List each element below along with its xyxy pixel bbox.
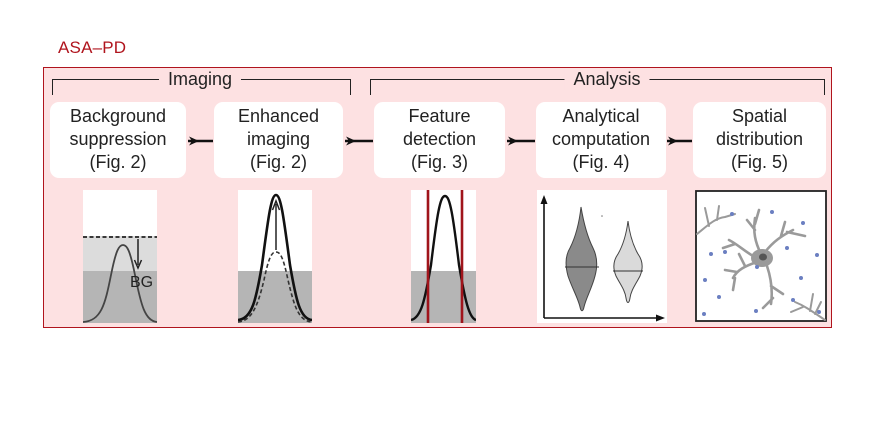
step-title: Background: [69, 106, 167, 126]
spot: [723, 250, 727, 254]
spatial-distribution-illustration: [695, 190, 827, 322]
step-title: Spatial: [731, 106, 788, 126]
arrow-down-icon: [133, 259, 143, 270]
step-title: suppression: [69, 129, 167, 149]
fluorescent-spots: [702, 210, 821, 316]
step-analytical-computation: Analytical computation (Fig. 4): [536, 102, 666, 178]
enhanced-peak: [238, 193, 312, 322]
step-spatial-distribution: Spatial distribution (Fig. 5): [693, 102, 826, 178]
background-region: [238, 271, 312, 323]
spot: [815, 253, 819, 257]
plot-background: [537, 190, 667, 323]
spot: [770, 210, 774, 214]
spot: [730, 212, 734, 216]
step-figure-ref: (Fig. 3): [410, 152, 468, 172]
outlier-point: [601, 215, 603, 217]
arrow-right-icon: [667, 136, 692, 146]
neuron-nucleus: [759, 253, 767, 261]
diagram-title: ASA–PD: [58, 38, 127, 57]
step-figure-ref: (Fig. 4): [572, 152, 630, 172]
violin-group-2: [613, 220, 643, 303]
step-figure-ref: (Fig. 2): [249, 152, 307, 172]
analysis-bracket: Analysis: [370, 68, 825, 95]
group-label-analysis: Analysis: [564, 68, 650, 90]
feature-detection-illustration: [411, 190, 476, 323]
enhanced-imaging-illustration: [238, 190, 312, 323]
step-feature-detection: Feature detection (Fig. 3): [374, 102, 505, 178]
spot: [754, 309, 758, 313]
spot: [801, 221, 805, 225]
step-title: detection: [402, 129, 477, 149]
spot: [702, 312, 706, 316]
gaussian-curve: [83, 244, 157, 323]
step-figure-ref: (Fig. 5): [730, 152, 788, 172]
arrow-right-icon: [345, 136, 373, 146]
spot: [799, 276, 803, 280]
background-suppression-illustration: BG: [83, 190, 157, 323]
step-title: imaging: [246, 129, 311, 149]
spot: [717, 295, 721, 299]
violin-group-1: [565, 206, 598, 312]
spot: [817, 310, 821, 314]
group-label-imaging: Imaging: [158, 68, 242, 90]
spot: [709, 252, 713, 256]
imaging-bracket: Imaging: [52, 68, 351, 95]
y-axis-arrow-icon: [540, 195, 548, 204]
spot: [791, 298, 795, 302]
step-figure-ref: (Fig. 2): [89, 152, 147, 172]
arrow-right-icon: [188, 136, 213, 146]
neuron-branch-top-left: [696, 205, 736, 235]
spot: [703, 278, 707, 282]
spot: [755, 265, 759, 269]
arrow-up-icon: [271, 198, 281, 211]
spot: [785, 246, 789, 250]
step-title: Analytical: [562, 106, 640, 126]
step-enhanced-imaging: Enhanced imaging (Fig. 2): [214, 102, 343, 178]
original-peak-dashed: [238, 251, 312, 323]
neuron-cell: [721, 208, 807, 310]
x-axis-arrow-icon: [656, 314, 665, 322]
step-title: distribution: [715, 129, 804, 149]
step-title: Feature: [408, 106, 471, 126]
step-background-suppression: Background suppression (Fig. 2): [50, 102, 186, 178]
background-dark-region: [83, 271, 157, 323]
step-title: Enhanced: [237, 106, 320, 126]
neuron-branch-bottom-right: [790, 293, 826, 321]
violin-plot-illustration: [537, 190, 667, 323]
step-title: computation: [551, 129, 651, 149]
arrow-right-icon: [507, 136, 535, 146]
background-light-region: [83, 236, 157, 271]
bg-label: BG: [130, 274, 153, 291]
